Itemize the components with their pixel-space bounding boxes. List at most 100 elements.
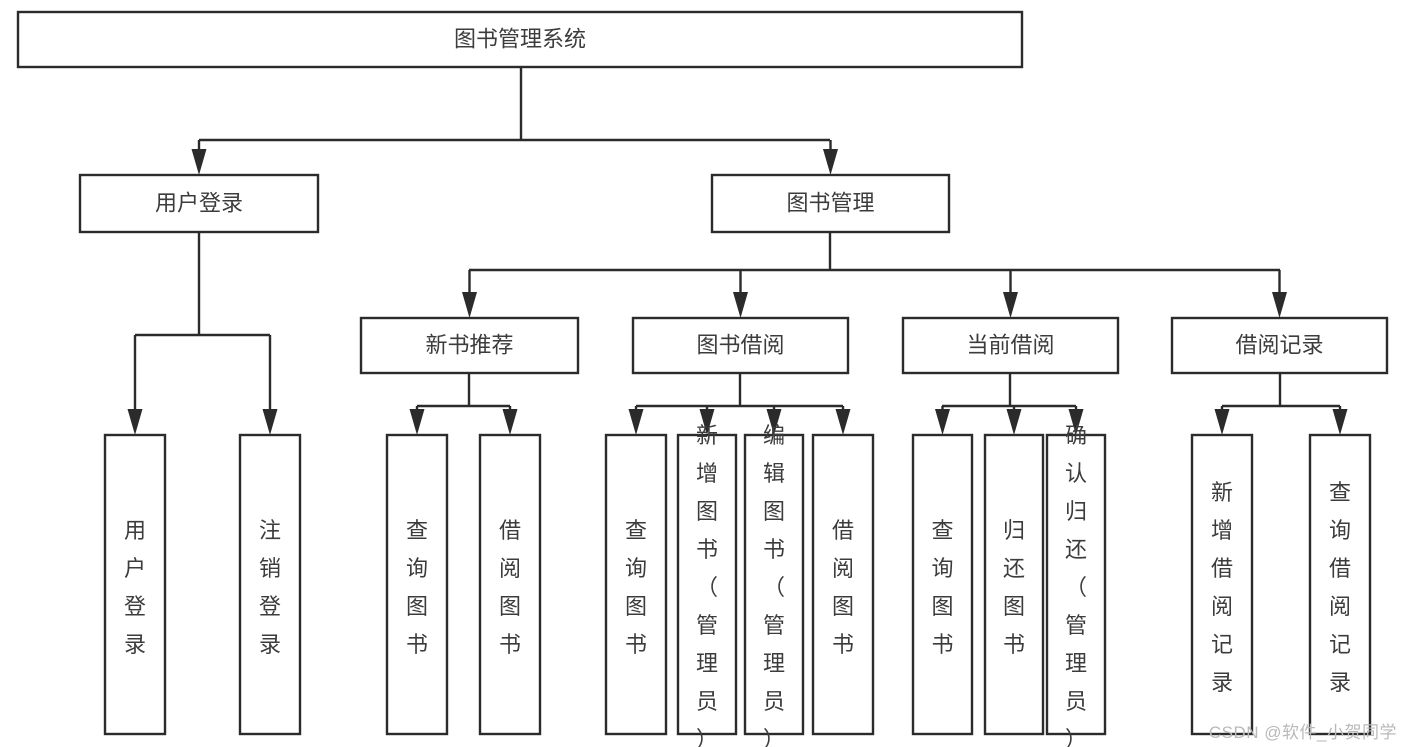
node-box [16,10,1024,69]
node-label: 归还图书 [1003,518,1025,657]
arrow-head [1272,292,1287,318]
book-borrow-branch-bar [636,373,843,408]
node-box [385,433,449,736]
edge-new_book_rec-to-leaf_borrow_book_1 [502,406,518,435]
arrow-head [766,409,782,435]
node-label: 借阅记录 [1235,332,1323,357]
root-branch-bar [199,67,830,142]
node-book-manage[interactable]: 图书管理 [710,173,951,234]
node-box [103,433,167,736]
node-box [676,433,738,736]
connector-layer [127,67,1348,435]
node-new-book-rec[interactable]: 新书推荐 [359,316,580,375]
node-root[interactable]: 图书管理系统 [16,10,1024,69]
node-box [1045,433,1107,736]
node-box [478,433,542,736]
node-box [1190,433,1254,736]
node-box [604,433,668,736]
borrow-record-branch-bar [1222,373,1340,408]
edge-current_borrow-to-leaf_return_book [1006,406,1022,435]
node-label: 借阅图书 [832,518,854,657]
edge-root-to-user_login [191,140,207,175]
arrow-head [1332,409,1348,435]
arrow-head [823,149,838,175]
node-leaf-borrow-book-1[interactable]: 借阅图书 [478,433,542,736]
arrow-head [409,409,425,435]
edge-root-to-book_manage [823,140,838,175]
book-manage-branch-bar [469,232,1280,272]
arrow-head [935,409,950,435]
node-leaf-return-book[interactable]: 归还图书 [983,433,1045,736]
edge-user_login-to-leaf_user_logout [262,335,278,435]
node-label: 新书推荐 [425,332,513,357]
node-box [710,173,951,234]
node-leaf-query-book-2[interactable]: 查询图书 [604,433,668,736]
arrow-head [1214,409,1230,435]
node-borrow-record[interactable]: 借阅记录 [1170,316,1389,375]
node-label: 用户登录 [124,518,146,657]
arrow-head [462,292,477,318]
node-box [631,316,850,375]
new-book-branch-bar [417,373,510,408]
node-leaf-query-record[interactable]: 查询借阅记录 [1308,433,1372,736]
arrow-head [502,409,518,435]
edge-book_borrow-to-leaf_query_book_2 [628,406,644,435]
user-login-branch-bar [135,232,270,337]
arrow-head [835,409,851,435]
edge-book_manage-to-new_book_rec [462,270,477,318]
node-label: 注销登录 [259,518,281,657]
arrow-head [699,409,715,435]
arrow-head [1006,409,1022,435]
node-current-borrow[interactable]: 当前借阅 [901,316,1120,375]
node-leaf-confirm-return[interactable]: 确认归还（管理员） [1045,423,1107,747]
edge-book_borrow-to-leaf_borrow_book_2 [835,406,851,435]
node-leaf-query-book-3[interactable]: 查询图书 [911,433,974,736]
edge-user_login-to-leaf_user_login [127,335,143,435]
node-label: 查询图书 [406,518,428,657]
node-leaf-user-login[interactable]: 用户登录 [103,433,167,736]
node-label: 图书借阅 [696,332,784,357]
edge-book_manage-to-book_borrow [733,270,748,318]
node-label: 借阅图书 [499,518,521,657]
node-leaf-borrow-book-2[interactable]: 借阅图书 [811,433,875,736]
node-leaf-query-book-1[interactable]: 查询图书 [385,433,449,736]
node-layer: 图书管理系统用户登录图书管理新书推荐图书借阅当前借阅借阅记录用户登录注销登录查询… [16,10,1389,747]
node-box [1308,433,1372,736]
arrow-head [1003,292,1018,318]
edge-borrow_record-to-leaf_add_record [1214,406,1230,435]
node-box [901,316,1120,375]
node-leaf-add-record[interactable]: 新增借阅记录 [1190,433,1254,736]
arrow-head [628,409,644,435]
node-label: 用户登录 [155,190,243,215]
node-box [743,433,805,736]
edge-current_borrow-to-leaf_query_book_3 [935,406,950,435]
node-leaf-add-book[interactable]: 新增图书（管理员） [676,423,738,747]
node-leaf-edit-book[interactable]: 编辑图书（管理员） [743,423,805,747]
node-box [238,433,302,736]
node-label: 编辑图书（管理员） [763,423,785,747]
arrow-head [262,409,278,435]
node-leaf-user-logout[interactable]: 注销登录 [238,433,302,736]
csdn-watermark: CSDN @软件_小贺同学 [1208,723,1397,742]
node-user-login[interactable]: 用户登录 [78,173,320,234]
node-label: 确认归还（管理员） [1065,423,1087,747]
edge-book_manage-to-current_borrow [1003,270,1018,318]
node-box [811,433,875,736]
edge-new_book_rec-to-leaf_query_book_1 [409,406,425,435]
node-book-borrow[interactable]: 图书借阅 [631,316,850,375]
node-box [911,433,974,736]
node-label: 图书管理 [786,190,874,215]
edge-book_manage-to-borrow_record [1272,270,1287,318]
node-label: 查询借阅记录 [1329,480,1351,695]
edge-borrow_record-to-leaf_query_record [1332,406,1348,435]
node-box [1170,316,1389,375]
node-label: 图书管理系统 [454,26,586,51]
arrow-head [191,149,207,175]
node-box [983,433,1045,736]
current-borrow-branch-bar [942,373,1076,408]
edge-book_borrow-to-leaf_add_book [699,406,715,435]
arrow-head [127,409,143,435]
edge-current_borrow-to-leaf_confirm_return [1068,406,1084,435]
